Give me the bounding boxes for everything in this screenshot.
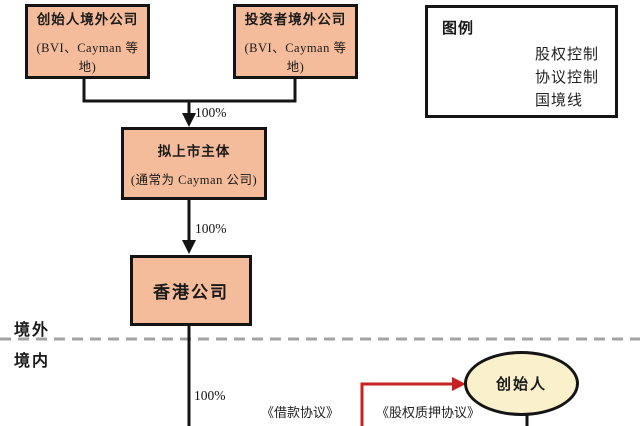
- node-investor-offshore-company: 投资者境外公司 (BVI、Cayman 等地): [233, 4, 358, 79]
- node-hk-company: 香港公司: [130, 255, 252, 326]
- legend-label-equity-control: 股权控制: [535, 46, 600, 63]
- equity-arrowhead-to-hk-icon: [182, 240, 196, 254]
- pct-label-founders-to-listing: 100%: [195, 105, 227, 120]
- legend-label-agreement-control: 协议控制: [535, 69, 600, 86]
- agreement-arrow-shaft: [360, 382, 453, 426]
- equity-pledge-agreement-label: 《股权质押协议》: [376, 405, 481, 420]
- legend-label-national-border: 国境线: [535, 92, 584, 109]
- node-listing-entity: 拟上市主体 (通常为 Cayman 公司): [121, 127, 267, 200]
- hk-company-title: 香港公司: [153, 283, 229, 302]
- founder-person-label: 创始人: [495, 376, 547, 393]
- agreement-arrowhead-icon: [452, 377, 466, 391]
- border-label-outside: 境外: [14, 322, 51, 339]
- border-label-inside: 境内: [14, 353, 51, 370]
- loan-agreement-label: 《借款协议》: [261, 405, 340, 420]
- founder-offshore-title: 创始人境外公司: [36, 12, 139, 27]
- pct-label-listing-to-hk: 100%: [195, 221, 227, 236]
- legend-box: 图例 股权控制 协议控制 国境线: [425, 5, 618, 118]
- node-founder-offshore-company: 创始人境外公司 (BVI、Cayman 等地): [25, 4, 150, 79]
- node-founder-person: 创始人: [464, 351, 579, 416]
- listing-entity-subtitle: (通常为 Cayman 公司): [130, 172, 258, 187]
- pct-label-hk-to-domestic: 100%: [194, 388, 226, 403]
- founder-offshore-subtitle: (BVI、Cayman 等地): [36, 41, 139, 74]
- investor-offshore-title: 投资者境外公司: [244, 12, 347, 27]
- listing-entity-title: 拟上市主体: [157, 143, 231, 159]
- equity-arrowhead-to-listing-icon: [182, 113, 196, 127]
- investor-offshore-subtitle: (BVI、Cayman 等地): [244, 41, 347, 74]
- legend-title: 图例: [442, 20, 475, 37]
